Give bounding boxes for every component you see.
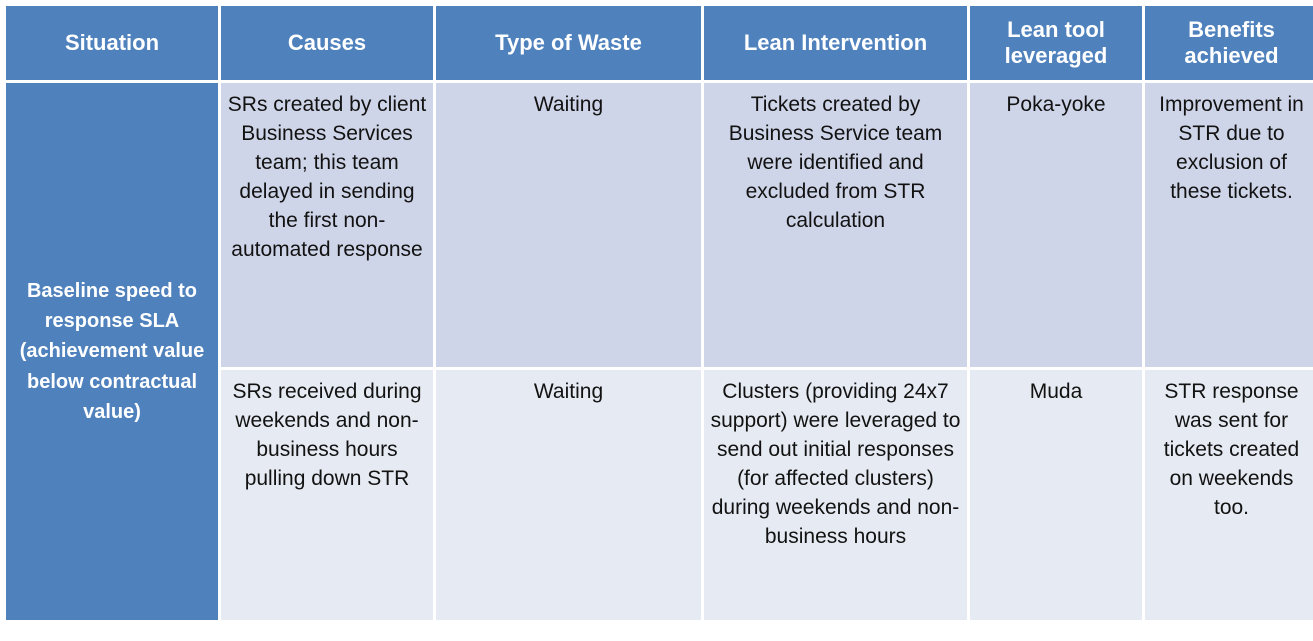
cell-lean-intervention-row1: Tickets created by Business Service team… <box>704 83 967 367</box>
cell-type-of-waste-row2: Waiting <box>436 370 701 620</box>
column-header-type-of-waste: Type of Waste <box>436 6 701 80</box>
cell-lean-intervention-row2: Clusters (providing 24x7 support) were l… <box>704 370 967 620</box>
cell-benefits-row1: Improvement in STR due to exclusion of t… <box>1145 83 1313 367</box>
column-header-benefits-achieved: Benefits achieved <box>1145 6 1313 80</box>
cell-lean-tool-row1: Poka-yoke <box>970 83 1142 367</box>
cell-causes-row1: SRs created by client Business Services … <box>221 83 433 367</box>
cell-benefits-row2: STR response was sent for tickets create… <box>1145 370 1313 620</box>
table-row: SRs received during weekends and non-bus… <box>6 370 1313 620</box>
table-body: Baseline speed to response SLA (achievem… <box>6 83 1313 620</box>
cell-lean-tool-row2: Muda <box>970 370 1142 620</box>
column-header-causes: Causes <box>221 6 433 80</box>
cell-type-of-waste-row1: Waiting <box>436 83 701 367</box>
column-header-lean-tool-leveraged: Lean tool leveraged <box>970 6 1142 80</box>
column-header-lean-intervention: Lean Intervention <box>704 6 967 80</box>
table-header: Situation Causes Type of Waste Lean Inte… <box>6 6 1313 80</box>
lean-table-container: Situation Causes Type of Waste Lean Inte… <box>3 3 1313 623</box>
lean-intervention-table: Situation Causes Type of Waste Lean Inte… <box>3 3 1313 623</box>
table-row: Baseline speed to response SLA (achievem… <box>6 83 1313 620</box>
cell-situation: Baseline speed to response SLA (achievem… <box>6 83 218 620</box>
column-header-situation: Situation <box>6 6 218 80</box>
cell-causes-row2: SRs received during weekends and non-bus… <box>221 370 433 620</box>
header-row: Situation Causes Type of Waste Lean Inte… <box>6 6 1313 80</box>
